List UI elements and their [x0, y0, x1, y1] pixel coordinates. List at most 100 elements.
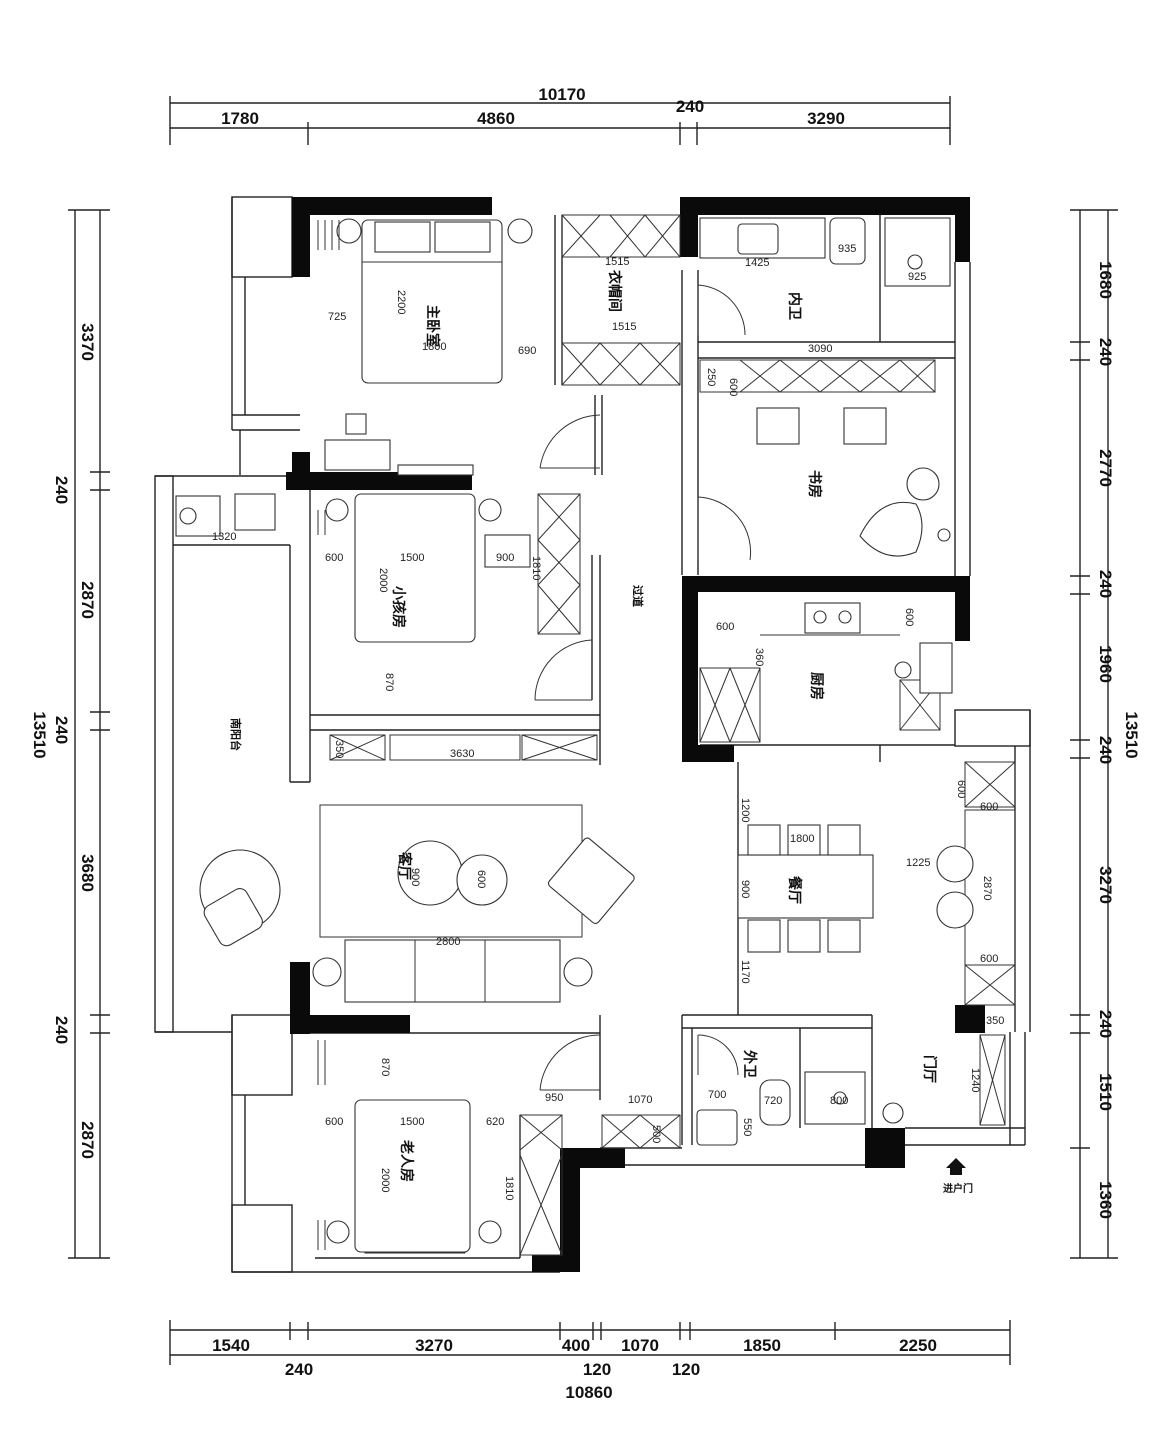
- bottom-sub-dim-1: 240: [285, 1360, 313, 1379]
- dim-elder-500: 500: [650, 1125, 662, 1143]
- dim-dining-1225: 1225: [906, 857, 930, 869]
- right-dim-1: 1680: [1096, 261, 1115, 299]
- label-outer-bath: 外卫: [741, 1050, 758, 1078]
- dim-closet-1515a: 1515: [605, 256, 629, 268]
- left-dim-6: 240: [52, 1016, 71, 1044]
- dim-elder-1500: 1500: [400, 1116, 424, 1128]
- dim-closet-1515b: 1515: [612, 321, 636, 333]
- master-bed: [317, 218, 533, 384]
- dim-kid-900: 900: [496, 552, 514, 564]
- inner-dimensions: 2200 1800 725 690 1515 1515 1425 935 925…: [212, 243, 1004, 1200]
- label-kitchen: 厨房: [808, 672, 825, 700]
- right-dim-3: 2770: [1096, 449, 1115, 487]
- dim-bath-925: 925: [908, 271, 926, 283]
- dim-outer-800: 800: [830, 1095, 848, 1107]
- dim-cab-600a: 600: [955, 780, 967, 798]
- left-dim-1: 3370: [78, 323, 97, 361]
- dim-elder-1810: 1810: [503, 1176, 515, 1200]
- dim-living-600: 600: [475, 870, 487, 888]
- dim-dining-1170: 1170: [739, 960, 751, 984]
- master-desk: [324, 413, 474, 476]
- dim-living-900: 900: [409, 868, 421, 886]
- bottom-dim-1: 1540: [212, 1336, 250, 1355]
- dim-foyer-1240: 1240: [969, 1068, 981, 1092]
- dim-kit-600b: 600: [903, 608, 915, 626]
- dim-master-bed-len: 2200: [395, 290, 407, 314]
- dim-bath-1425: 1425: [745, 257, 769, 269]
- right-dim-4: 240: [1096, 570, 1115, 598]
- top-dim-2: 4860: [477, 109, 515, 128]
- left-dim-2: 240: [52, 476, 71, 504]
- left-dim-4: 240: [52, 716, 71, 744]
- label-elder-room: 老人房: [398, 1140, 415, 1182]
- living-furniture: [199, 804, 635, 1003]
- label-living-room: 客厅: [396, 851, 413, 880]
- label-closet: 衣帽间: [606, 270, 623, 312]
- dining-furniture: [737, 824, 974, 953]
- left-dimension-lines: [68, 209, 110, 1259]
- bottom-dimension-lines: [169, 1320, 1011, 1365]
- dim-elder-600: 600: [325, 1116, 343, 1128]
- dim-cab-600b: 600: [980, 801, 998, 813]
- dim-dining-900: 900: [739, 880, 751, 898]
- label-entry-door: 进户门: [943, 1182, 973, 1195]
- dim-kid-3630: 3630: [450, 748, 474, 760]
- right-dim-2: 240: [1096, 338, 1115, 366]
- bottom-dim-2: 3270: [415, 1336, 453, 1355]
- dim-study-3090: 3090: [808, 343, 832, 355]
- label-master-bedroom: 主卧室: [424, 305, 441, 347]
- right-dim-10: 1360: [1096, 1181, 1115, 1219]
- left-total-dim: 13510: [30, 711, 49, 758]
- left-dim-7: 2870: [78, 1121, 97, 1159]
- right-dim-9: 1510: [1096, 1073, 1115, 1111]
- dim-kid-600: 600: [325, 552, 343, 564]
- label-corridor: 过道: [631, 585, 645, 607]
- dim-bath-935: 935: [838, 243, 856, 255]
- right-dim-5: 1960: [1096, 645, 1115, 683]
- dim-study-600: 600: [727, 378, 739, 396]
- bottom-dim-6: 2250: [899, 1336, 937, 1355]
- cabinets: [329, 214, 1016, 1256]
- right-dim-7: 3270: [1096, 866, 1115, 904]
- bottom-sub-dim-3: 120: [672, 1360, 700, 1379]
- top-dim-3: 240: [676, 97, 704, 116]
- dim-outer-720: 720: [764, 1095, 782, 1107]
- house-arrow-icon: [946, 1158, 966, 1175]
- dim-balc-1320: 1320: [212, 531, 236, 543]
- structural-walls: [286, 197, 985, 1272]
- dim-kit-600a: 600: [716, 621, 734, 633]
- dim-master-bed-w: 1800: [422, 341, 446, 353]
- right-dim-8: 240: [1096, 1010, 1115, 1038]
- dim-elder-2000: 2000: [379, 1168, 391, 1192]
- dim-kid-350: 350: [333, 740, 345, 758]
- dim-master-725: 725: [328, 311, 346, 323]
- right-total-dim: 13510: [1122, 711, 1141, 758]
- top-total-dim: 10170: [538, 85, 585, 104]
- dim-outer-700: 700: [708, 1089, 726, 1101]
- dim-kit-360: 360: [753, 648, 765, 666]
- bottom-dim-3: 400: [562, 1336, 590, 1355]
- label-kids-room: 小孩房: [390, 586, 407, 628]
- top-dim-4: 3290: [807, 109, 845, 128]
- dim-dining-1200: 1200: [739, 798, 751, 822]
- kitchen-fixtures: [760, 602, 953, 694]
- balcony-basin: [175, 493, 276, 537]
- dim-sofa-2800: 2800: [436, 936, 460, 948]
- top-dim-1: 1780: [221, 109, 259, 128]
- dim-elder-870: 870: [379, 1058, 391, 1076]
- elder-bed: [317, 1040, 502, 1253]
- dim-cab-600c: 600: [980, 953, 998, 965]
- bottom-total-dim: 10860: [565, 1383, 612, 1402]
- right-dim-6: 240: [1096, 736, 1115, 764]
- inner-bath-fixtures: [699, 217, 951, 287]
- top-dimension-lines: [169, 96, 951, 145]
- left-dim-5: 3680: [78, 854, 97, 892]
- bottom-dim-4: 1070: [621, 1336, 659, 1355]
- dim-kid-1810: 1810: [530, 556, 542, 580]
- label-study: 书房: [806, 470, 823, 498]
- dim-master-690: 690: [518, 345, 536, 357]
- doors: [534, 284, 752, 1091]
- label-inner-bath: 内卫: [786, 292, 803, 320]
- left-dim-3: 2870: [78, 581, 97, 619]
